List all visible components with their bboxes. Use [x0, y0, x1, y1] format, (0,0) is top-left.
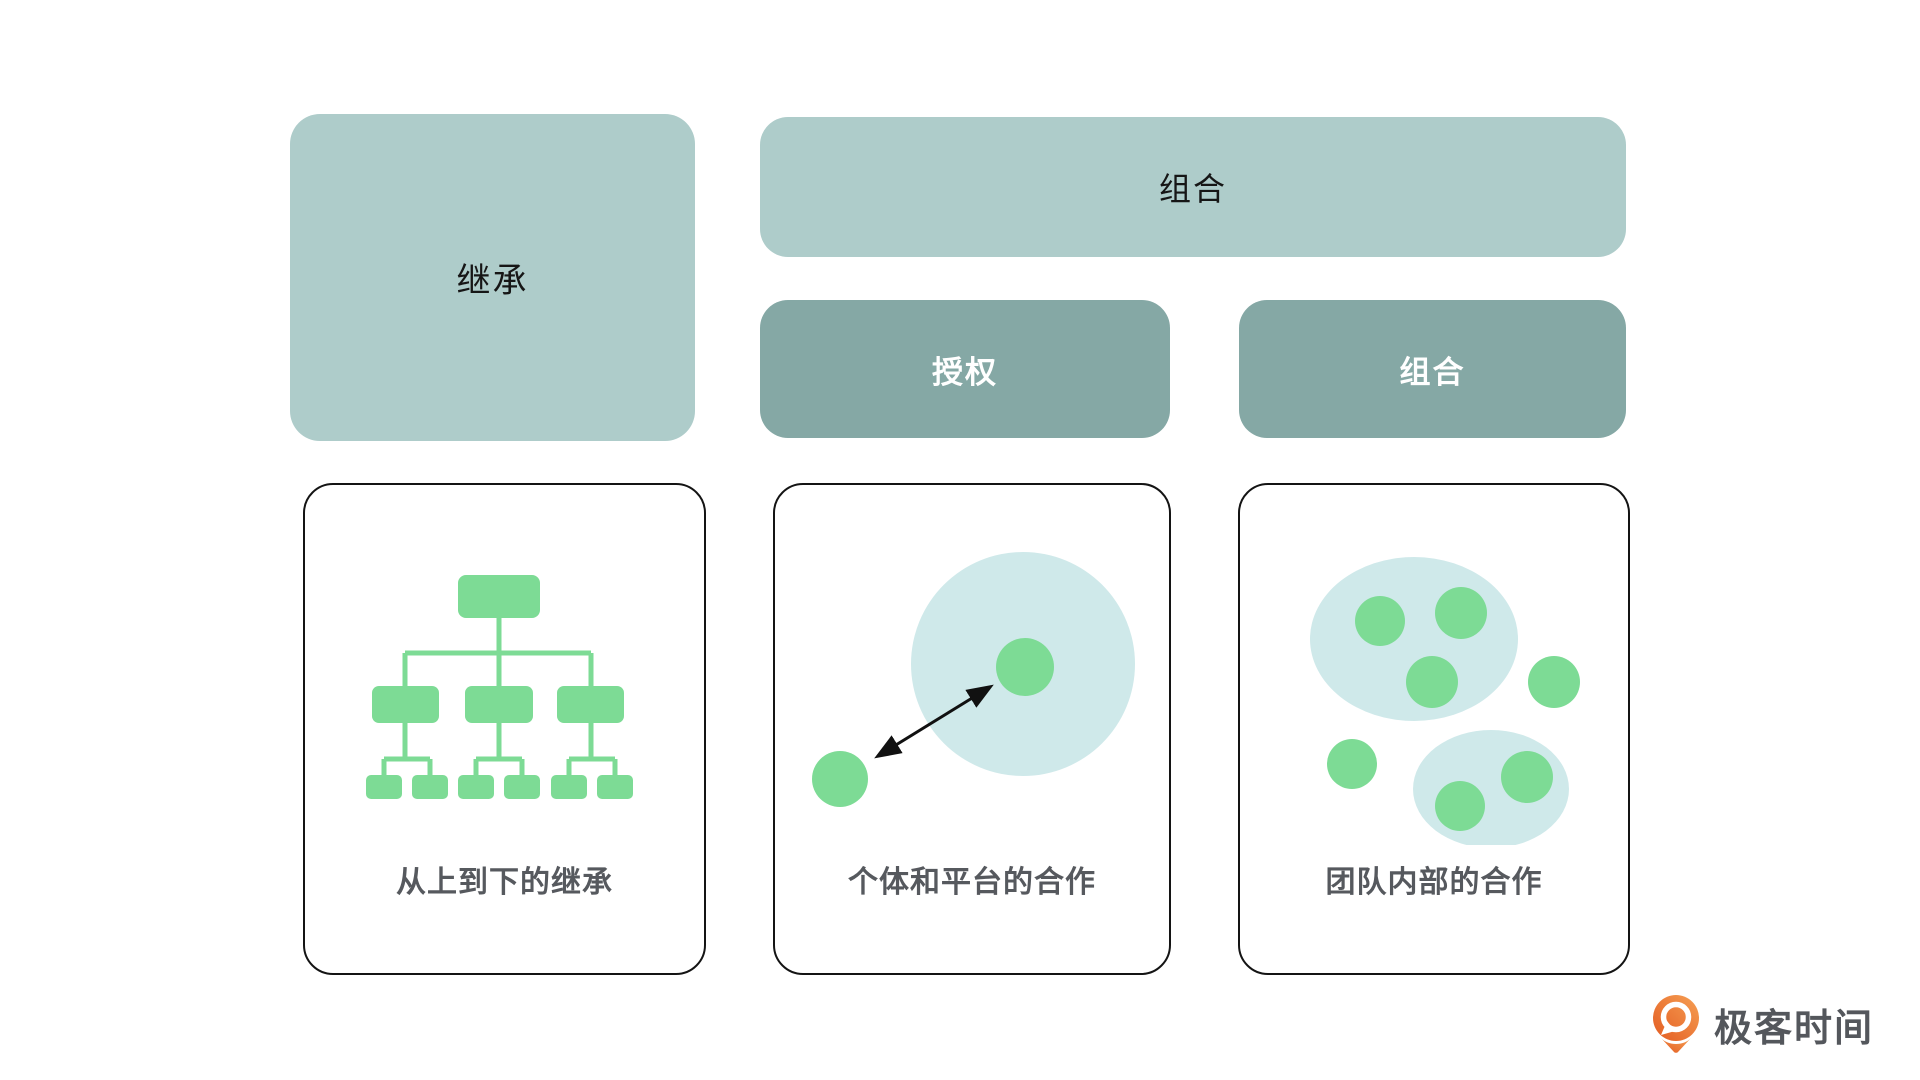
individual-platform-diagram — [812, 552, 1135, 807]
team-member-dot — [1435, 781, 1485, 831]
composition-bar: 组合 — [760, 117, 1626, 257]
team-member-dot — [1501, 751, 1553, 803]
org-tree-node — [372, 686, 439, 723]
geektime-pin-icon — [1653, 995, 1699, 1053]
pin-tail — [1661, 1038, 1691, 1053]
outside-member-dot — [1327, 739, 1377, 789]
card-top-down-inheritance: 从上到下的继承 — [303, 483, 706, 975]
composition-bar-label: 组合 — [1158, 171, 1227, 207]
inheritance-block-label: 继承 — [456, 262, 529, 300]
delegation-block-label: 授权 — [932, 354, 998, 390]
card-individual-platform: 个体和平台的合作 — [773, 483, 1171, 975]
outside-member-dot — [1528, 656, 1580, 708]
cooperation-arrow — [874, 684, 994, 759]
team-member-dot — [1355, 596, 1405, 646]
org-tree-node — [557, 686, 624, 723]
pin-ring — [1660, 1001, 1692, 1033]
team-member-dot — [1435, 587, 1487, 639]
card-title: 团队内部的合作 — [1325, 866, 1543, 899]
card-team-internal: 团队内部的合作 — [1238, 483, 1630, 975]
team-groups-diagram — [1310, 557, 1580, 845]
org-tree-leaf — [504, 775, 540, 799]
individual-dot — [812, 751, 868, 807]
org-tree-leaf — [597, 775, 633, 799]
org-tree-leaf — [366, 775, 402, 799]
org-tree-root-node — [458, 575, 540, 618]
pin-arrow — [1661, 1021, 1675, 1035]
composition-small-block-label: 组合 — [1399, 354, 1466, 390]
org-tree-leaf — [458, 775, 494, 799]
composition-small-block: 组合 — [1239, 300, 1626, 438]
card-title: 从上到下的继承 — [396, 866, 613, 899]
org-tree-connectors — [381, 618, 618, 775]
brand-logo: 极客时间 — [1650, 992, 1874, 1056]
platform-member-dot — [996, 638, 1054, 696]
card-title: 个体和平台的合作 — [848, 866, 1096, 899]
brand-logo-text: 极客时间 — [1714, 1007, 1875, 1050]
org-tree-leaf — [412, 775, 448, 799]
org-tree-node — [465, 686, 533, 723]
delegation-block: 授权 — [760, 300, 1170, 438]
org-tree-leaf — [551, 775, 587, 799]
inheritance-block: 继承 — [290, 114, 695, 441]
team-member-dot — [1406, 656, 1458, 708]
org-tree-icon — [366, 575, 633, 799]
